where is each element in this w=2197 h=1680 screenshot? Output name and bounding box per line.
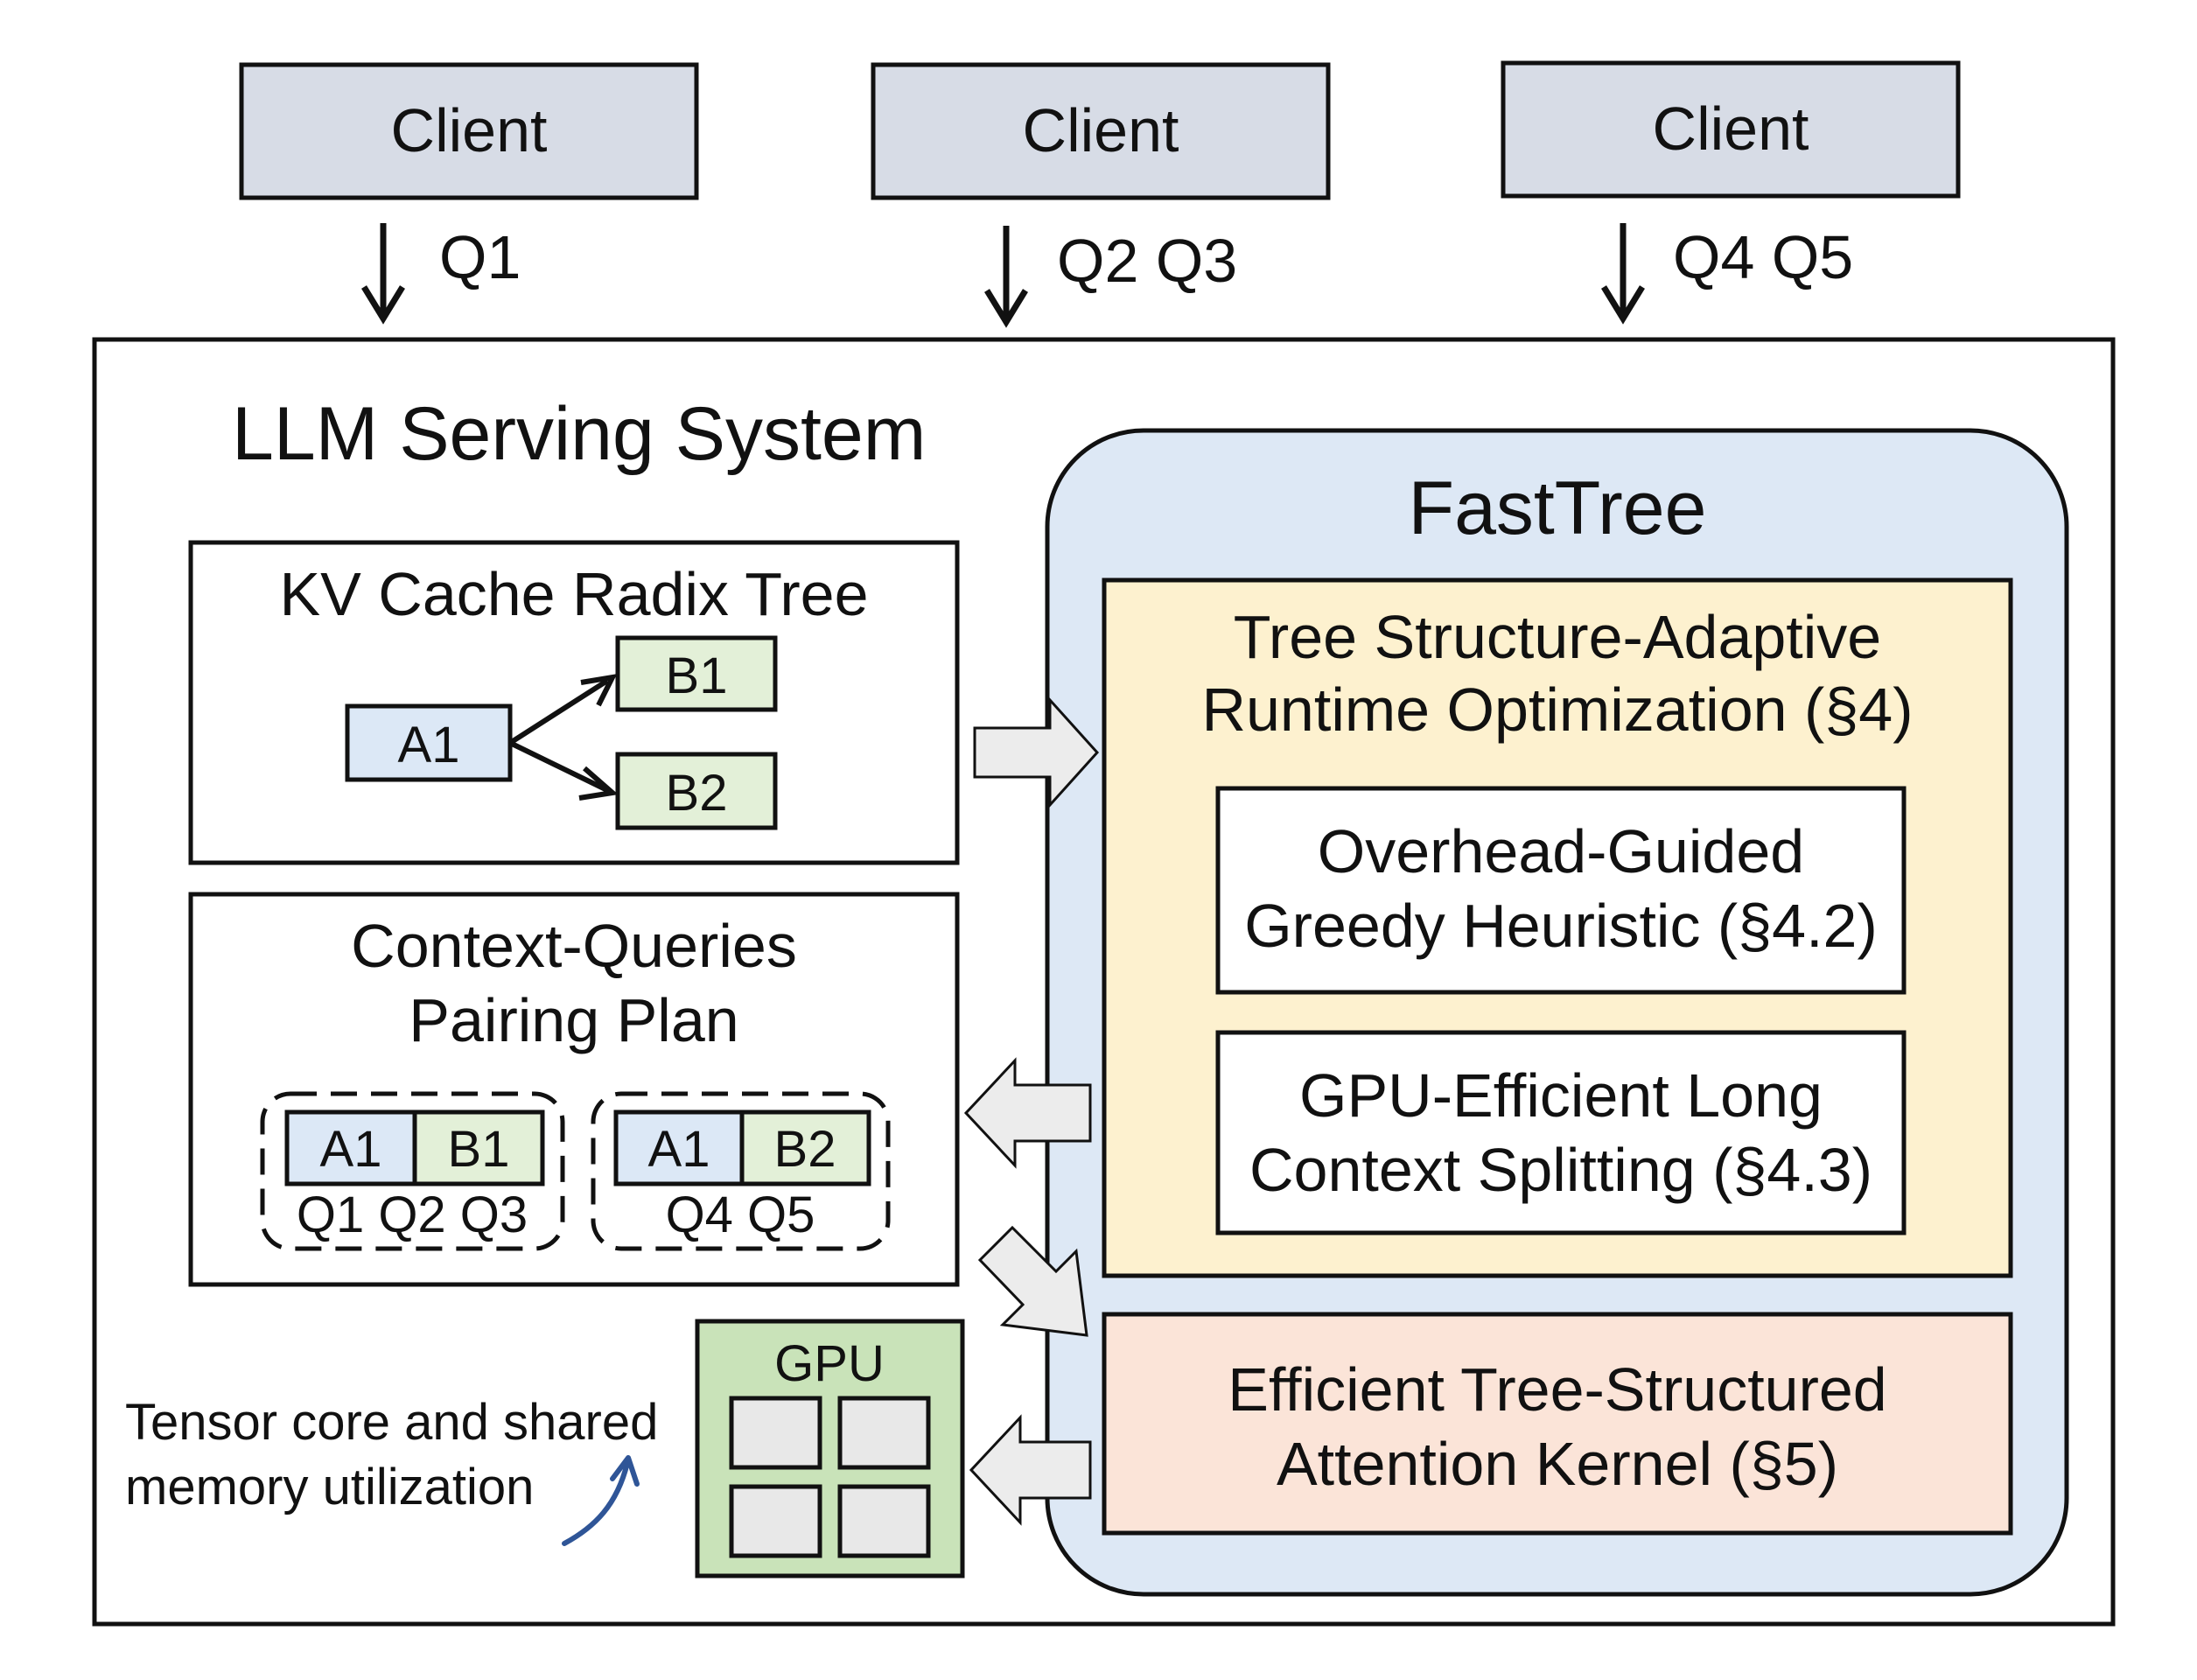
pairing-group-2-node-a xyxy=(613,1110,745,1186)
context-splitting-line1: GPU-Efficient Long xyxy=(1299,1061,1823,1130)
radix-node-a1-label: A1 xyxy=(398,717,460,774)
gpu-core-4 xyxy=(837,1484,931,1558)
gpu-note-line2: memory utilization xyxy=(125,1459,534,1516)
client-2: Client xyxy=(871,62,1331,200)
client-2-label: Client xyxy=(1023,96,1179,164)
pairing-group-2-a-label: A1 xyxy=(648,1121,710,1178)
radix-edges xyxy=(508,674,619,801)
client-1-label: Client xyxy=(391,96,548,164)
hollow-arrow-left-2 xyxy=(969,1414,1092,1526)
gpu-label: GPU xyxy=(774,1335,885,1392)
radix-node-a1 xyxy=(345,704,513,782)
pairing-plan-title-line1: Context-Queries xyxy=(351,912,797,980)
gpu-core-1 xyxy=(729,1396,822,1470)
llm-serving-system-title: LLM Serving System xyxy=(232,392,926,476)
runtime-optimization-title-line1: Tree Structure-Adaptive xyxy=(1234,603,1882,671)
radix-node-b2-label: B2 xyxy=(666,765,728,822)
pairing-group-2: A1 B2 Q4 Q5 xyxy=(591,1091,891,1251)
client-1-box xyxy=(239,62,699,200)
radix-node-b1-label: B1 xyxy=(666,648,728,704)
context-splitting-box xyxy=(1215,1030,1907,1236)
pairing-group-1-outline xyxy=(260,1091,565,1251)
greedy-heuristic-box xyxy=(1215,786,1907,995)
attention-kernel-line1: Efficient Tree-Structured xyxy=(1228,1355,1887,1424)
radix-node-b1 xyxy=(615,635,778,712)
context-splitting-line2: Context Splitting (§4.3) xyxy=(1249,1136,1872,1204)
client-3: Client xyxy=(1501,60,1961,199)
pairing-group-2-b-label: B2 xyxy=(774,1121,836,1178)
pairing-group-1-node-b xyxy=(412,1110,545,1186)
fasttree-title: FastTree xyxy=(1409,466,1707,550)
gpu-core-3 xyxy=(729,1484,822,1558)
client-3-label: Client xyxy=(1653,94,1809,163)
radix-tree-title: KV Cache Radix Tree xyxy=(279,560,868,628)
query-arrow-3: Q4 Q5 xyxy=(1601,223,1853,325)
attention-kernel-box xyxy=(1102,1312,2013,1536)
hollow-arrow-left-1 xyxy=(963,1057,1092,1169)
client-2-box xyxy=(871,62,1331,200)
curved-arrow-icon xyxy=(562,1455,640,1546)
pairing-group-1-b-label: B1 xyxy=(448,1121,510,1178)
query-label-2: Q2 Q3 xyxy=(1057,227,1237,295)
pairing-group-2-outline xyxy=(591,1091,891,1251)
query-arrow-2: Q2 Q3 xyxy=(984,226,1237,328)
pairing-group-1-queries: Q1 Q2 Q3 xyxy=(297,1186,528,1243)
gpu-core-2 xyxy=(837,1396,931,1470)
client-1: Client xyxy=(239,62,699,200)
pairing-group-1-node-a xyxy=(284,1110,417,1186)
pairing-group-1: A1 B1 Q1 Q2 Q3 xyxy=(260,1091,565,1251)
attention-kernel-line2: Attention Kernel (§5) xyxy=(1277,1430,1838,1498)
query-label-3: Q4 Q5 xyxy=(1673,223,1853,291)
query-label-1: Q1 xyxy=(439,223,521,291)
query-arrow-1: Q1 xyxy=(361,223,521,325)
pairing-group-2-node-b xyxy=(739,1110,871,1186)
pairing-plan-box xyxy=(188,892,960,1287)
gpu-note-line1: Tensor core and shared xyxy=(125,1394,658,1451)
greedy-heuristic-line1: Overhead-Guided xyxy=(1318,817,1804,886)
pairing-group-2-queries: Q4 Q5 xyxy=(666,1186,815,1243)
hollow-arrow-right-1 xyxy=(973,696,1100,808)
greedy-heuristic-line2: Greedy Heuristic (§4.2) xyxy=(1244,892,1878,960)
runtime-optimization-title-line2: Runtime Optimization (§4) xyxy=(1201,676,1913,744)
pairing-plan-title-line2: Pairing Plan xyxy=(409,986,738,1054)
hollow-arrow-diagonal xyxy=(977,1225,1088,1337)
client-3-box xyxy=(1501,60,1961,199)
pairing-group-1-a-label: A1 xyxy=(320,1121,382,1178)
radix-node-b2 xyxy=(615,752,778,830)
gpu-block: GPU xyxy=(695,1319,965,1578)
